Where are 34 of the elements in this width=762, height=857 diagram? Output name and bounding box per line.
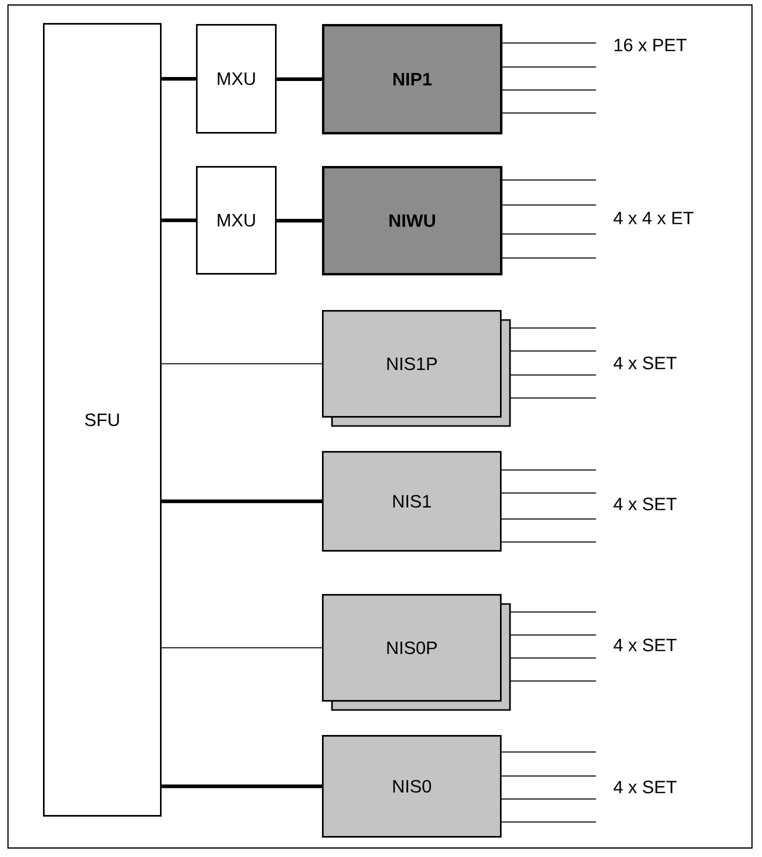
connector-line [162, 500, 322, 504]
module-box: NIWU [322, 166, 502, 276]
line-count-label: 16 x PET [614, 38, 687, 52]
line-count-label: 4 x SET [614, 498, 677, 510]
connector-line [276, 218, 322, 222]
stacked-module-box: NIS0P [322, 594, 511, 711]
unit-box: MXU [196, 24, 277, 134]
output-line [500, 66, 596, 68]
stacked-module-box: NIS1P [322, 310, 511, 427]
connector-line [162, 218, 196, 222]
output-line [500, 492, 596, 494]
bus-box: SFU [43, 23, 162, 817]
output-line [500, 112, 596, 114]
unit-box: MXU [196, 166, 277, 275]
output-line [510, 680, 596, 682]
module-box: NIP1 [322, 24, 502, 134]
line-count-label: 4 x SET [614, 780, 677, 794]
connector-line [162, 784, 322, 788]
line-count-label: 4 x 4 x ET [614, 212, 694, 224]
connector-line [276, 77, 322, 81]
connector-line [161, 647, 322, 648]
line-count-label: 4 x SET [614, 638, 677, 652]
output-line [500, 798, 596, 800]
module-box: NIS0 [322, 735, 502, 838]
output-line [510, 350, 596, 352]
output-line [510, 634, 596, 636]
line-count-label: 4 x SET [614, 356, 677, 370]
output-line [510, 374, 596, 376]
output-line [500, 204, 596, 206]
output-line [500, 42, 596, 44]
module-box: NIS1 [322, 451, 502, 552]
output-line [500, 518, 596, 520]
connector-line [161, 363, 322, 364]
connector-line [162, 77, 196, 81]
